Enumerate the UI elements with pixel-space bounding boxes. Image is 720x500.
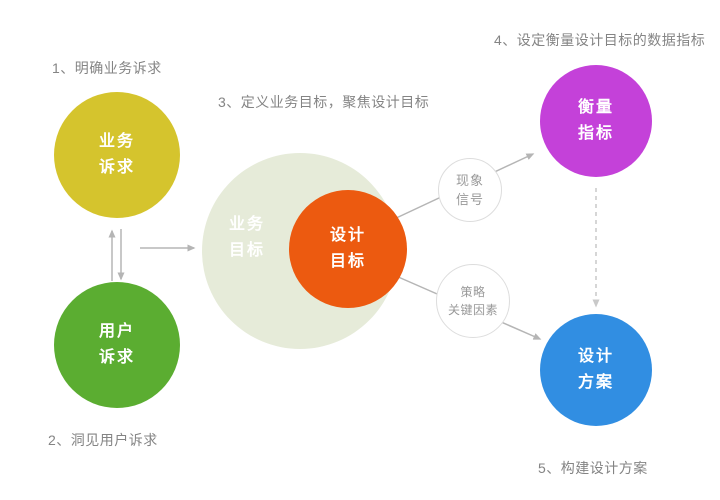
measure-metric-line2: 指标 [577,125,614,142]
measure-metric-line1: 衡量 [577,99,614,117]
strategy-factor-circle: 策略 关键因素 [436,264,510,338]
step4-label: 4、设定衡量设计目标的数据指标 [494,32,706,48]
strategy-factor-line2: 关键因素 [447,303,498,317]
phenomenon-signal-circle: 现象 信号 [438,158,502,222]
business-goal-line1: 业务 [228,216,265,233]
design-goal-line2: 目标 [329,253,366,270]
design-plan-circle: 设计 方案 [540,314,652,426]
user-demand-line1: 用户 [98,323,135,341]
step2-label: 2、洞见用户诉求 [48,432,158,448]
phenomenon-signal-line2: 信号 [455,192,484,207]
step1-label: 1、明确业务诉求 [52,60,162,76]
design-goal-line1: 设计 [329,227,366,245]
business-goal-line2: 目标 [228,241,265,259]
step3-label: 3、定义业务目标，聚焦设计目标 [218,94,430,110]
business-demand-circle: 业务 诉求 [54,92,180,218]
business-demand-line1: 业务 [98,133,135,151]
design-plan-line1: 设计 [577,348,614,366]
step5-label: 5、构建设计方案 [538,460,648,476]
business-goal-label: 业务 目标 [220,212,274,263]
business-demand-line2: 诉求 [98,159,135,176]
user-demand-circle: 用户 诉求 [54,282,180,408]
phenomenon-signal-line1: 现象 [455,172,484,188]
design-plan-line2: 方案 [577,374,614,391]
measure-metric-circle: 衡量 指标 [540,65,652,177]
user-demand-line2: 诉求 [98,349,135,366]
design-goal-circle: 设计 目标 [289,190,407,308]
strategy-factor-line1: 策略 [460,285,486,299]
